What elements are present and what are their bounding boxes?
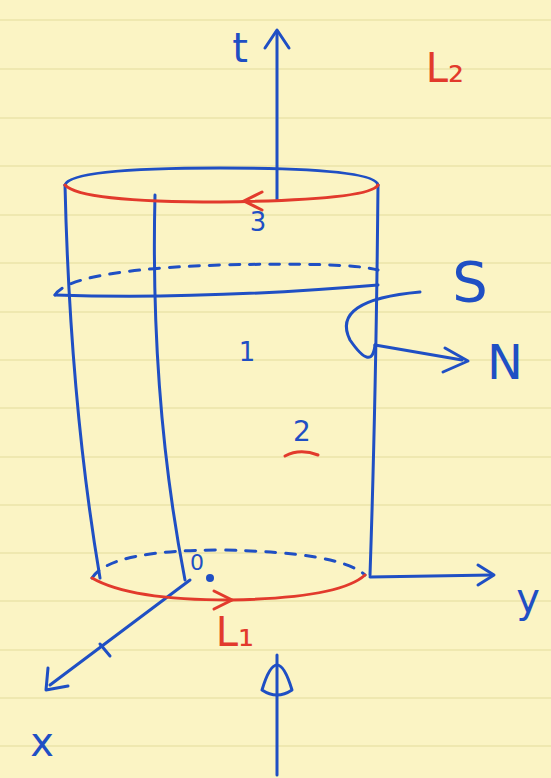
surface-name: S xyxy=(452,254,488,310)
y-axis xyxy=(370,575,492,577)
eye-symbol xyxy=(262,665,292,695)
ruled-lines xyxy=(0,20,551,746)
bottom-rim-back xyxy=(92,550,365,578)
normal-arrowhead xyxy=(443,348,468,372)
l1-orientation xyxy=(214,591,232,609)
t-axis xyxy=(276,32,279,200)
top-rim-back xyxy=(65,168,378,185)
axis-name: t xyxy=(232,28,248,68)
height-value: 1 xyxy=(239,339,256,365)
x-tick xyxy=(100,644,110,656)
left-side xyxy=(65,185,100,578)
normal-name: N xyxy=(487,338,523,386)
radius-mark xyxy=(285,452,318,456)
radius-value: 2 xyxy=(293,418,311,446)
t-arrowhead xyxy=(265,30,289,48)
height-value: 3 xyxy=(250,209,267,235)
origin-dot xyxy=(206,574,214,582)
curve-l2 xyxy=(65,185,378,202)
x-axis xyxy=(50,580,190,685)
axis-name: x xyxy=(30,722,54,762)
origin-label: 0 xyxy=(190,552,204,574)
x-arrowhead xyxy=(46,668,68,690)
view-arrow xyxy=(276,655,279,775)
middle-rim-back xyxy=(55,264,378,295)
l2-orientation xyxy=(244,192,262,210)
right-side xyxy=(370,185,378,575)
curve-name: L₂ xyxy=(426,48,464,88)
axis-name: y xyxy=(516,578,540,618)
inner-line xyxy=(154,195,185,580)
curve-l1 xyxy=(92,575,365,600)
y-arrowhead xyxy=(478,565,494,585)
normal-vector xyxy=(375,345,462,360)
curve-name: L₁ xyxy=(216,612,254,652)
middle-rim-front xyxy=(55,285,378,296)
